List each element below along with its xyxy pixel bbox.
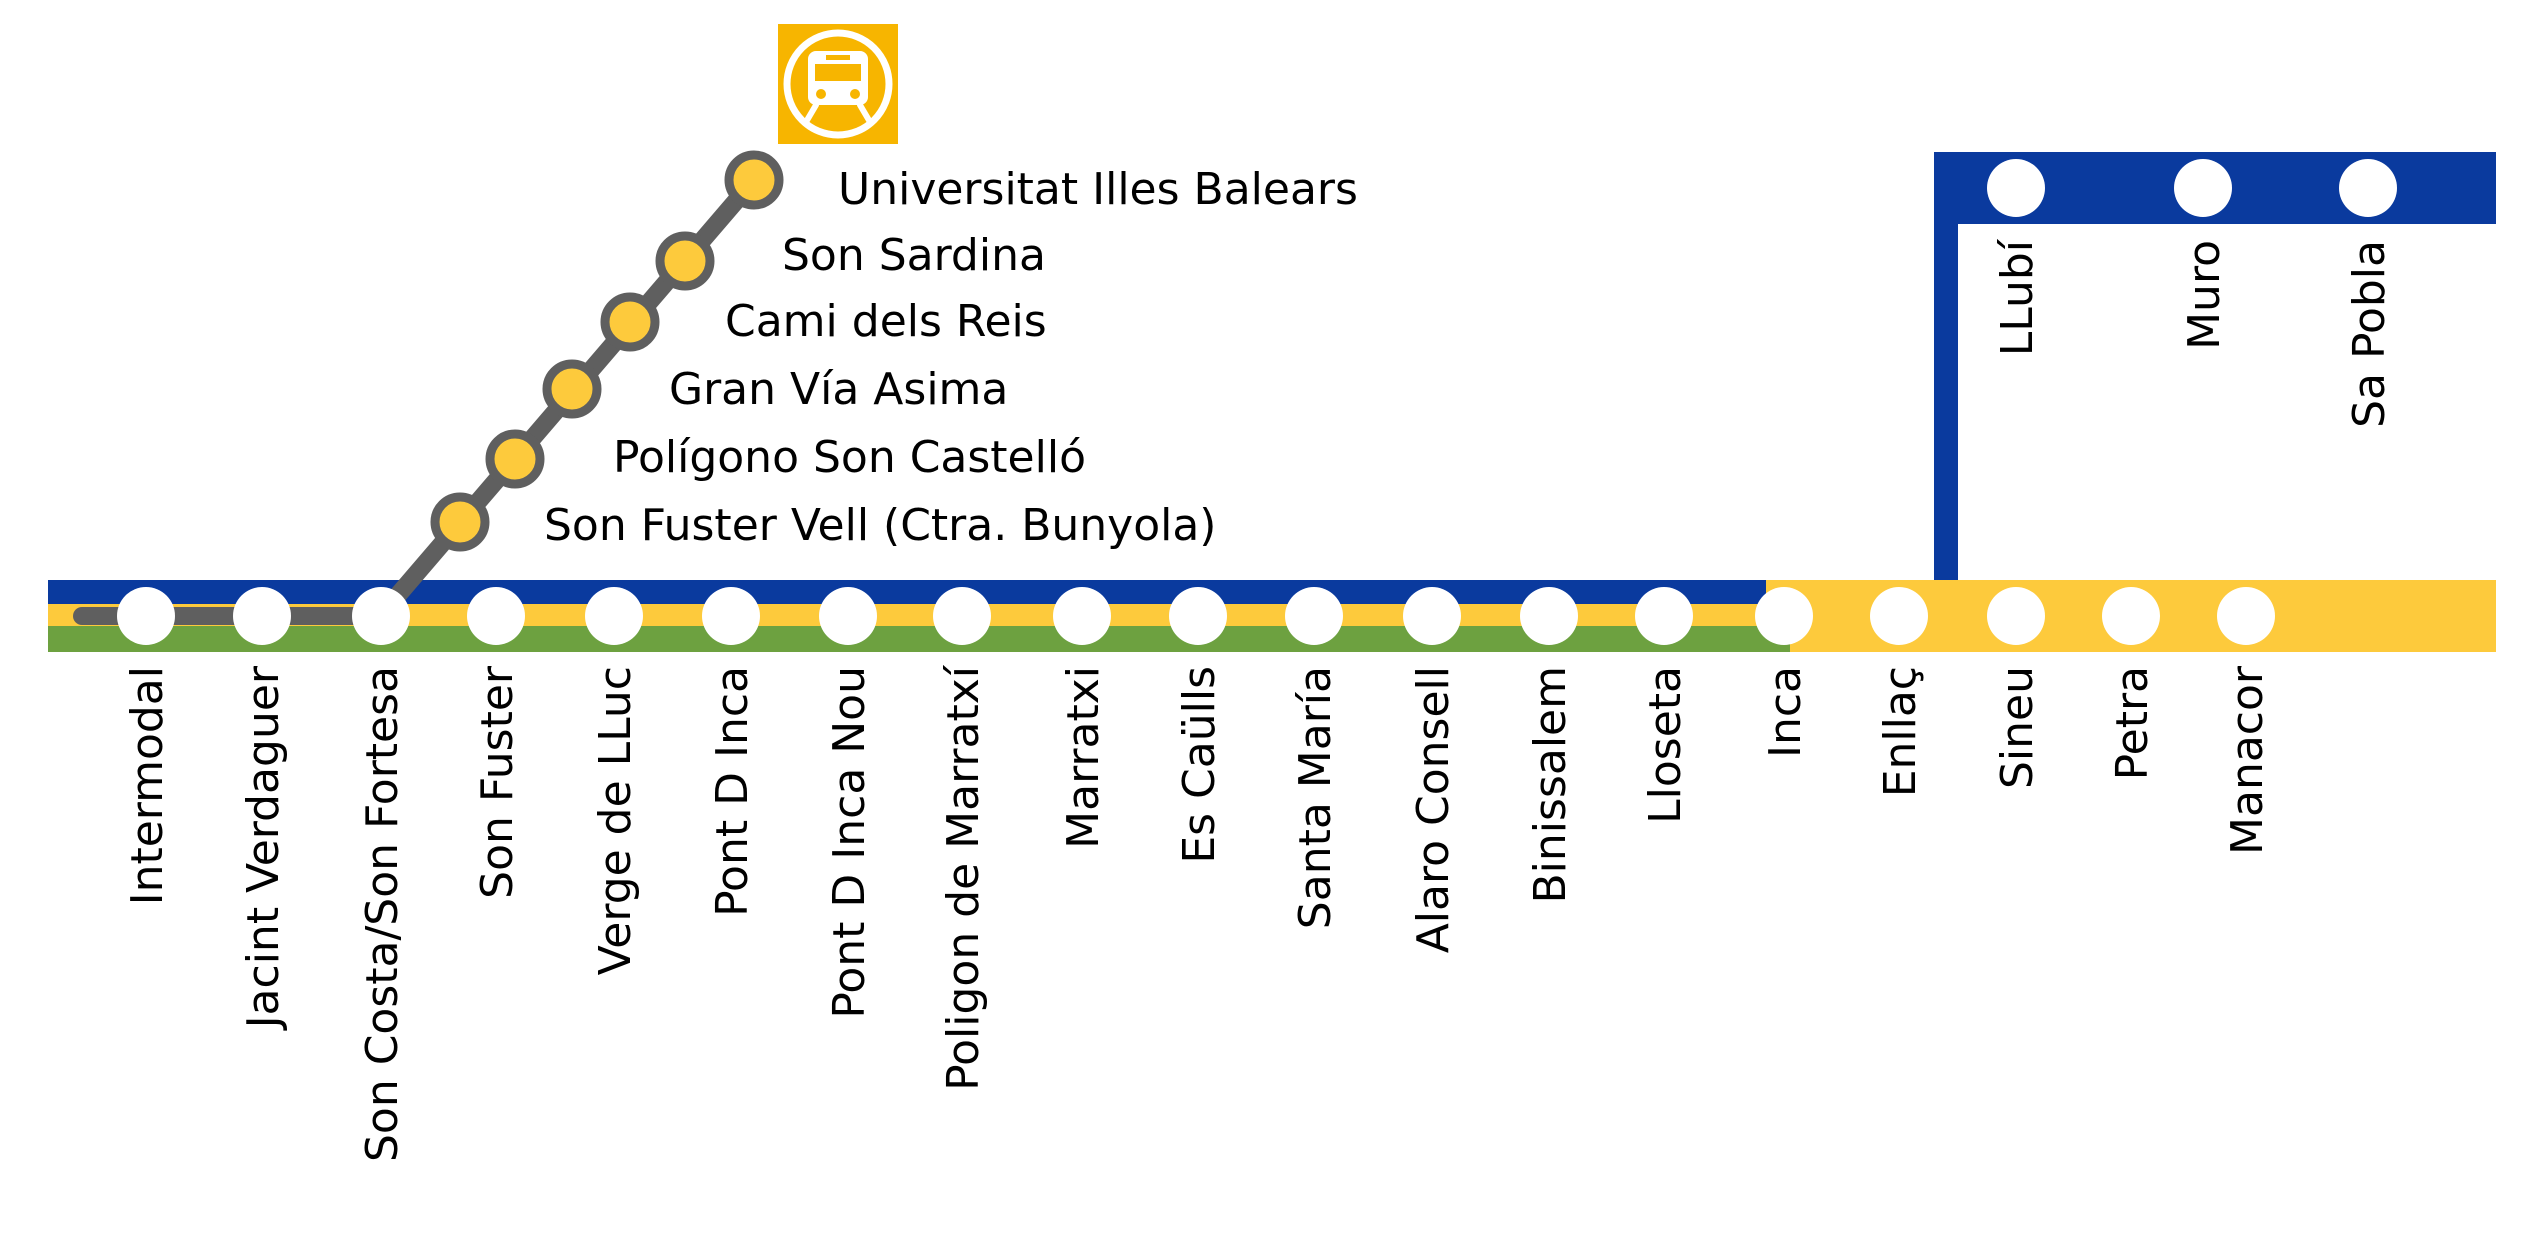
main-station-label: Alaro Consell bbox=[1408, 666, 1459, 953]
metro-station-dot bbox=[600, 292, 660, 352]
main-station-dot bbox=[2102, 587, 2160, 645]
metro-station-dot bbox=[724, 150, 784, 210]
metro-station-dot bbox=[655, 231, 715, 291]
main-station-dot bbox=[702, 587, 760, 645]
main-station-dot bbox=[1053, 587, 1111, 645]
metro-station-label: Son Sardina bbox=[782, 230, 1046, 281]
main-station-dot bbox=[1755, 587, 1813, 645]
main-station-dot bbox=[1870, 587, 1928, 645]
main-station-dot bbox=[1403, 587, 1461, 645]
main-station-label: Manacor bbox=[2222, 665, 2273, 855]
main-station-label: Marratxi bbox=[1058, 666, 1109, 849]
metro-branch-stations: Son Fuster Vell (Ctra. Bunyola) Polígono … bbox=[430, 150, 1358, 552]
branch-station-dot bbox=[2174, 159, 2232, 217]
main-station-label: Binissalem bbox=[1525, 666, 1576, 904]
main-station-dot bbox=[819, 587, 877, 645]
metro-station-label: Gran Vía Asima bbox=[669, 364, 1008, 415]
main-station-dot bbox=[1635, 587, 1693, 645]
main-station-dot bbox=[1169, 587, 1227, 645]
main-station-dot bbox=[1285, 587, 1343, 645]
main-line-stations: Intermodal Jacint Verdaguer Son Costa/Son … bbox=[117, 587, 2275, 1162]
metro-station-label: Polígono Son Castelló bbox=[613, 432, 1086, 483]
main-station-dot bbox=[467, 587, 525, 645]
metro-logo-ring bbox=[783, 29, 893, 139]
main-station-dot bbox=[352, 587, 410, 645]
main-station-dot bbox=[233, 587, 291, 645]
main-station-label: Jacint Verdaguer bbox=[238, 665, 289, 1031]
metro-train-icon bbox=[803, 51, 873, 125]
branch-station-label: LLubí bbox=[1992, 238, 2043, 356]
main-station-dot bbox=[933, 587, 991, 645]
main-station-label: Poligon de Marratxí bbox=[938, 664, 989, 1091]
branch-station-label: Sa Pobla bbox=[2344, 240, 2395, 428]
metro-logo bbox=[778, 24, 898, 144]
branch-station-dot bbox=[2339, 159, 2397, 217]
metro-station-label: Universitat Illes Balears bbox=[838, 164, 1358, 215]
main-station-label: Verge de LLuc bbox=[590, 666, 641, 975]
main-station-label: Sineu bbox=[1992, 666, 2043, 789]
sa-pobla-branch-stations: LLubí Muro Sa Pobla bbox=[1987, 159, 2397, 428]
metro-station-dot bbox=[485, 429, 545, 489]
main-station-dot bbox=[1987, 587, 2045, 645]
sa-pobla-line-vertical bbox=[1934, 152, 1958, 604]
branch-station-label: Muro bbox=[2179, 240, 2230, 350]
main-station-label: Santa María bbox=[1290, 666, 1341, 929]
main-station-label: Pont D Inca Nou bbox=[824, 666, 875, 1019]
main-station-label: Son Costa/Son Fortesa bbox=[357, 666, 408, 1162]
main-station-dot bbox=[2217, 587, 2275, 645]
main-station-label: Es Caülls bbox=[1174, 666, 1225, 864]
main-station-dot bbox=[585, 587, 643, 645]
main-station-dot bbox=[1520, 587, 1578, 645]
main-station-label: Petra bbox=[2107, 666, 2158, 780]
metro-station-dot bbox=[542, 359, 602, 419]
metro-station-label: Cami dels Reis bbox=[725, 296, 1047, 347]
metro-station-label: Son Fuster Vell (Ctra. Bunyola) bbox=[544, 500, 1216, 551]
main-station-label: Inca bbox=[1760, 666, 1811, 758]
branch-station-dot bbox=[1987, 159, 2045, 217]
main-station-dot bbox=[117, 587, 175, 645]
main-station-label: Son Fuster bbox=[472, 665, 523, 899]
main-station-label: Enllaç bbox=[1875, 666, 1926, 797]
main-station-label: Intermodal bbox=[122, 666, 173, 905]
green-line-main bbox=[48, 626, 1790, 652]
main-station-label: Pont D Inca bbox=[707, 666, 758, 917]
main-station-label: Lloseta bbox=[1640, 666, 1691, 824]
metro-station-dot bbox=[430, 492, 490, 552]
